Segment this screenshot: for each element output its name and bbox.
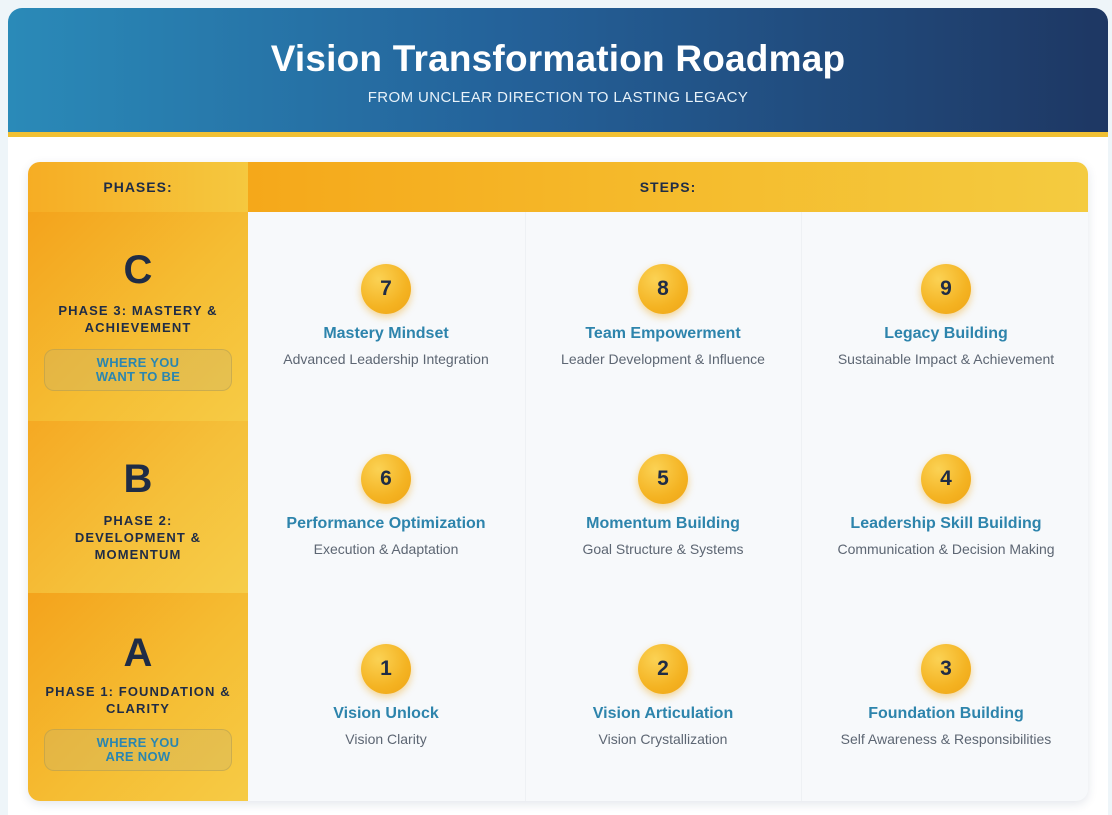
step-title: Performance Optimization [286,515,486,532]
phase-letter: B [123,457,153,501]
phase-cell-c: C Phase 3: Mastery & Achievement WHERE Y… [28,212,248,421]
phases-column-header: PHASES: [28,162,248,212]
step-description: Advanced Leadership Integration [283,351,489,367]
step-title: Mastery Mindset [323,325,449,342]
roadmap-card: Vision Transformation Roadmap FROM UNCLE… [8,8,1108,815]
step-title: Leadership Skill Building [850,515,1042,532]
phase-name: Phase 2: Development & Momentum [74,513,202,562]
step-description: Self Awareness & Responsibilities [840,731,1052,747]
header-accent-stripe [8,132,1108,137]
column-divider [525,212,526,801]
phase-name: Phase 3: Mastery & Achievement [58,303,218,335]
step-description: Execution & Adaptation [313,541,459,557]
step-number-badge: 2 [638,644,688,694]
step-1: 1 Vision Unlock Vision Clarity [248,644,524,764]
step-description: Leader Development & Influence [561,351,765,367]
step-description: Goal Structure & Systems [582,541,744,557]
step-description: Communication & Decision Making [837,541,1055,557]
phase-letter: C [123,248,153,292]
step-6: 6 Performance Optimization Execution & A… [248,454,524,574]
step-2: 2 Vision Articulation Vision Crystalliza… [525,644,801,764]
step-3: 3 Foundation Building Self Awareness & R… [808,644,1084,764]
phase-cell-a: A Phase 1: Foundation & Clarity WHERE YO… [28,593,248,801]
step-title: Foundation Building [868,705,1024,722]
step-number-badge: 9 [921,264,971,314]
phase-badge-label: WHERE YOU WANT TO BE [95,355,181,384]
step-number-badge: 1 [361,644,411,694]
step-number-badge: 8 [638,264,688,314]
step-title: Legacy Building [884,325,1008,342]
phase-badge-current: WHERE YOU ARE NOW [44,729,232,771]
step-description: Vision Clarity [345,731,427,747]
step-number-badge: 4 [921,454,971,504]
step-description: Sustainable Impact & Achievement [837,351,1055,367]
step-number-badge: 7 [361,264,411,314]
step-number-badge: 5 [638,454,688,504]
phase-badge-label: WHERE YOU ARE NOW [96,735,180,764]
step-title: Vision Articulation [592,705,734,722]
phase-name: Phase 1: Foundation & Clarity [45,684,231,716]
phase-badge-destination: WHERE YOU WANT TO BE [44,349,232,391]
step-description: Vision Crystallization [598,731,728,747]
phase-letter: A [123,631,153,675]
step-number-badge: 3 [921,644,971,694]
step-title: Vision Unlock [333,705,439,722]
step-9: 9 Legacy Building Sustainable Impact & A… [808,264,1084,384]
column-divider [801,212,802,801]
step-4: 4 Leadership Skill Building Communicatio… [808,454,1084,574]
step-title: Team Empowerment [585,325,741,342]
roadmap-board: PHASES: STEPS: C Phase 3: Mastery & Achi… [28,162,1088,801]
phase-cell-b: B Phase 2: Development & Momentum [28,421,248,593]
header-banner: Vision Transformation Roadmap FROM UNCLE… [8,8,1108,132]
steps-column-header: STEPS: [248,162,1088,212]
step-5: 5 Momentum Building Goal Structure & Sys… [525,454,801,574]
step-number-badge: 6 [361,454,411,504]
step-8: 8 Team Empowerment Leader Development & … [525,264,801,384]
page-subtitle: FROM UNCLEAR DIRECTION TO LASTING LEGACY [367,89,749,106]
page-title: Vision Transformation Roadmap [270,38,846,79]
step-7: 7 Mastery Mindset Advanced Leadership In… [248,264,524,384]
step-title: Momentum Building [586,515,740,532]
